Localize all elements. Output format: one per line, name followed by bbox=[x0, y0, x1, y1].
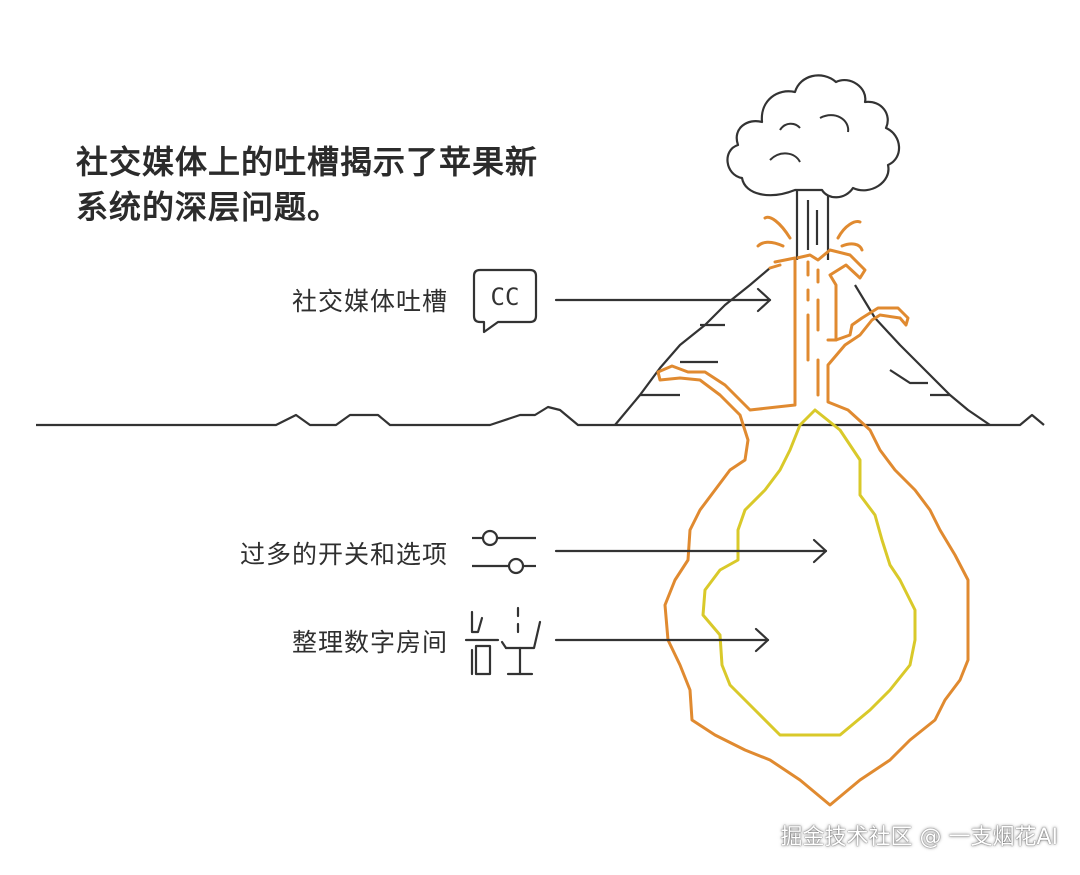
label-too-many-toggles: 过多的开关和选项 bbox=[239, 540, 448, 569]
desk-chair-icon bbox=[464, 606, 542, 676]
closed-caption-speech-icon: CC bbox=[472, 268, 538, 334]
volcano-cone bbox=[614, 267, 991, 427]
lava-splashes bbox=[756, 215, 864, 252]
toggle-sliders-icon bbox=[472, 529, 536, 575]
ground-line-right bbox=[990, 413, 1045, 427]
label-social-media-complaints: 社交媒体吐槽 bbox=[291, 287, 448, 316]
watermark: 掘金技术社区 @ 一支烟花AI bbox=[780, 825, 1058, 850]
magma-chamber-outer bbox=[656, 248, 970, 807]
magma-vent-details bbox=[768, 256, 838, 397]
cc-icon-text: CC bbox=[491, 283, 520, 311]
magma-chamber-inner bbox=[701, 408, 917, 737]
diagram-title: 社交媒体上的吐槽揭示了苹果新系统的深层问题。 bbox=[76, 143, 539, 226]
ground-line bbox=[36, 405, 615, 427]
label-organize-digital-rooms: 整理数字房间 bbox=[291, 628, 448, 657]
eruption-column bbox=[795, 190, 830, 260]
smoke-cloud-details bbox=[769, 114, 850, 163]
smoke-cloud bbox=[726, 74, 901, 199]
arrows bbox=[554, 287, 828, 653]
